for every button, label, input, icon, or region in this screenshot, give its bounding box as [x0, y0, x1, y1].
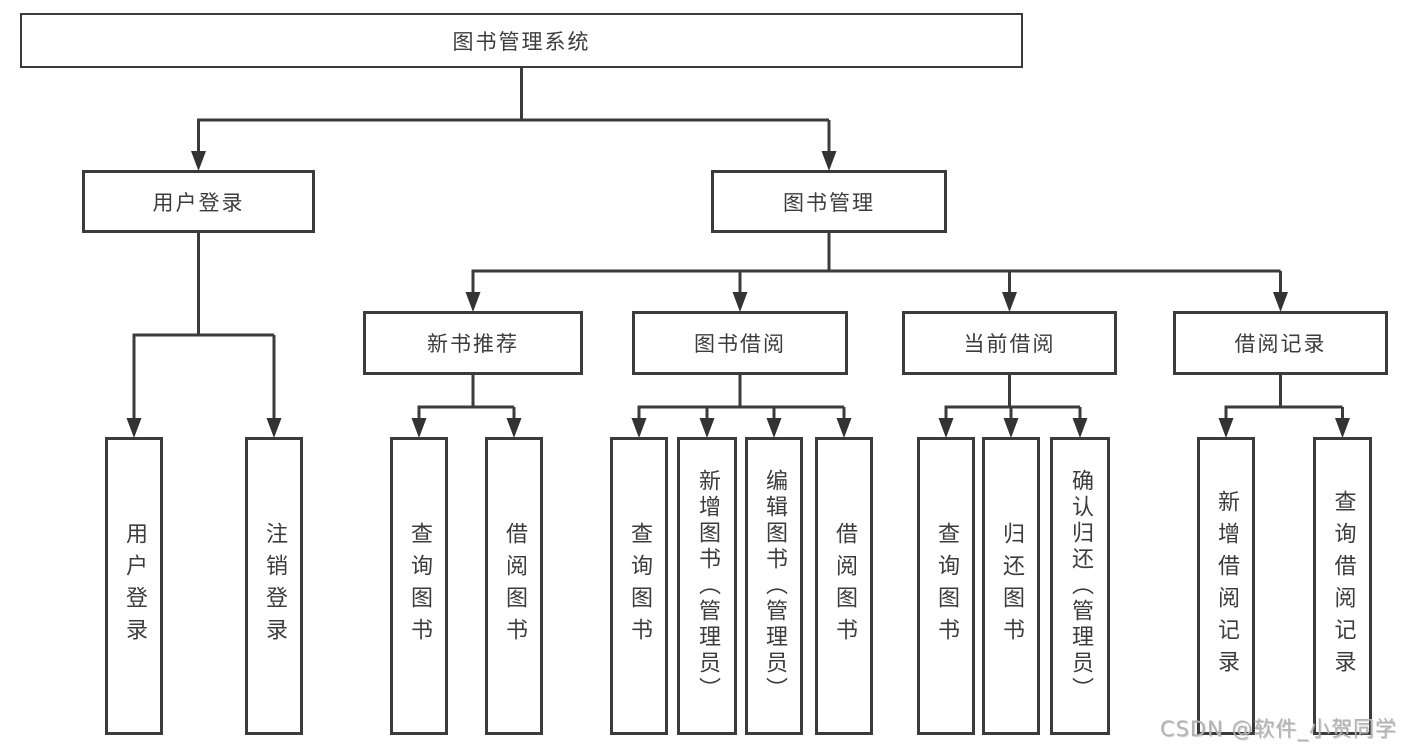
arrowhead-br-query-record: [1335, 418, 1350, 438]
arrowhead-book-borrow: [732, 292, 748, 312]
diagram-node-rec-query-books: 查询图书: [390, 437, 448, 735]
diagram-node-new-book-rec: 新书推荐: [363, 311, 583, 375]
diagram-node-user-login: 用户登录: [82, 170, 315, 233]
arrowhead-cb-confirm-return: [1072, 418, 1088, 438]
arrowhead-br-add-record: [1218, 418, 1234, 438]
connector-current-borrow: [944, 375, 1082, 421]
connector-book-borrow: [637, 375, 846, 421]
arrowhead-user-login: [191, 151, 206, 171]
connector-borrow-records: [1224, 375, 1344, 421]
arrowhead-borrow-records: [1273, 292, 1288, 312]
diagram-node-borrow-records: 借阅记录: [1173, 311, 1388, 375]
arrowhead-bb-borrow-books: [836, 418, 852, 438]
diagram-node-rec-borrow-books: 借阅图书: [485, 437, 543, 735]
diagram-node-login-fn: 用户登录: [105, 437, 163, 735]
connector-new-book-rec: [417, 375, 516, 421]
diagram-node-bb-query-books: 查询图书: [610, 437, 668, 735]
arrowhead-rec-query-books: [411, 418, 427, 438]
arrowhead-cb-return-books: [1003, 418, 1019, 438]
diagram-node-cb-query-books: 查询图书: [917, 437, 975, 735]
connector-root: [197, 68, 831, 154]
arrowhead-current-borrow: [1002, 292, 1017, 312]
arrowhead-bb-query-books: [631, 418, 647, 438]
arrowhead-bb-edit-books: [766, 418, 782, 438]
arrowhead-book-mgmt: [821, 151, 837, 171]
diagram-node-book-mgmt: 图书管理: [711, 170, 947, 233]
arrowhead-cb-query-books: [938, 418, 954, 438]
diagram-node-cb-confirm-return: 确认归还（管理员）: [1050, 437, 1110, 735]
arrowhead-bb-add-books: [699, 418, 715, 438]
diagram-node-book-borrow: 图书借阅: [632, 311, 848, 375]
arrowhead-logout-fn: [266, 418, 282, 438]
diagram-node-br-query-record: 查询借阅记录: [1313, 437, 1372, 735]
diagram-node-cb-return-books: 归还图书: [982, 437, 1040, 735]
diagram-node-br-add-record: 新增借阅记录: [1197, 437, 1255, 735]
arrowhead-rec-borrow-books: [506, 418, 522, 438]
diagram-node-logout-fn: 注销登录: [245, 437, 303, 735]
arrowhead-login-fn: [126, 418, 142, 438]
diagram-node-bb-add-books: 新增图书（管理员）: [677, 437, 737, 735]
diagram-node-current-borrow: 当前借阅: [902, 311, 1117, 375]
diagram-node-bb-borrow-books: 借阅图书: [815, 437, 873, 735]
watermark: CSDN @软件_小贺同学: [1159, 717, 1397, 741]
diagram-node-bb-edit-books: 编辑图书（管理员）: [745, 437, 803, 735]
connector-user-login: [132, 233, 276, 421]
arrowhead-new-book-rec: [465, 292, 481, 312]
connector-book-mgmt: [471, 233, 1282, 295]
diagram-node-root: 图书管理系统: [20, 13, 1023, 68]
